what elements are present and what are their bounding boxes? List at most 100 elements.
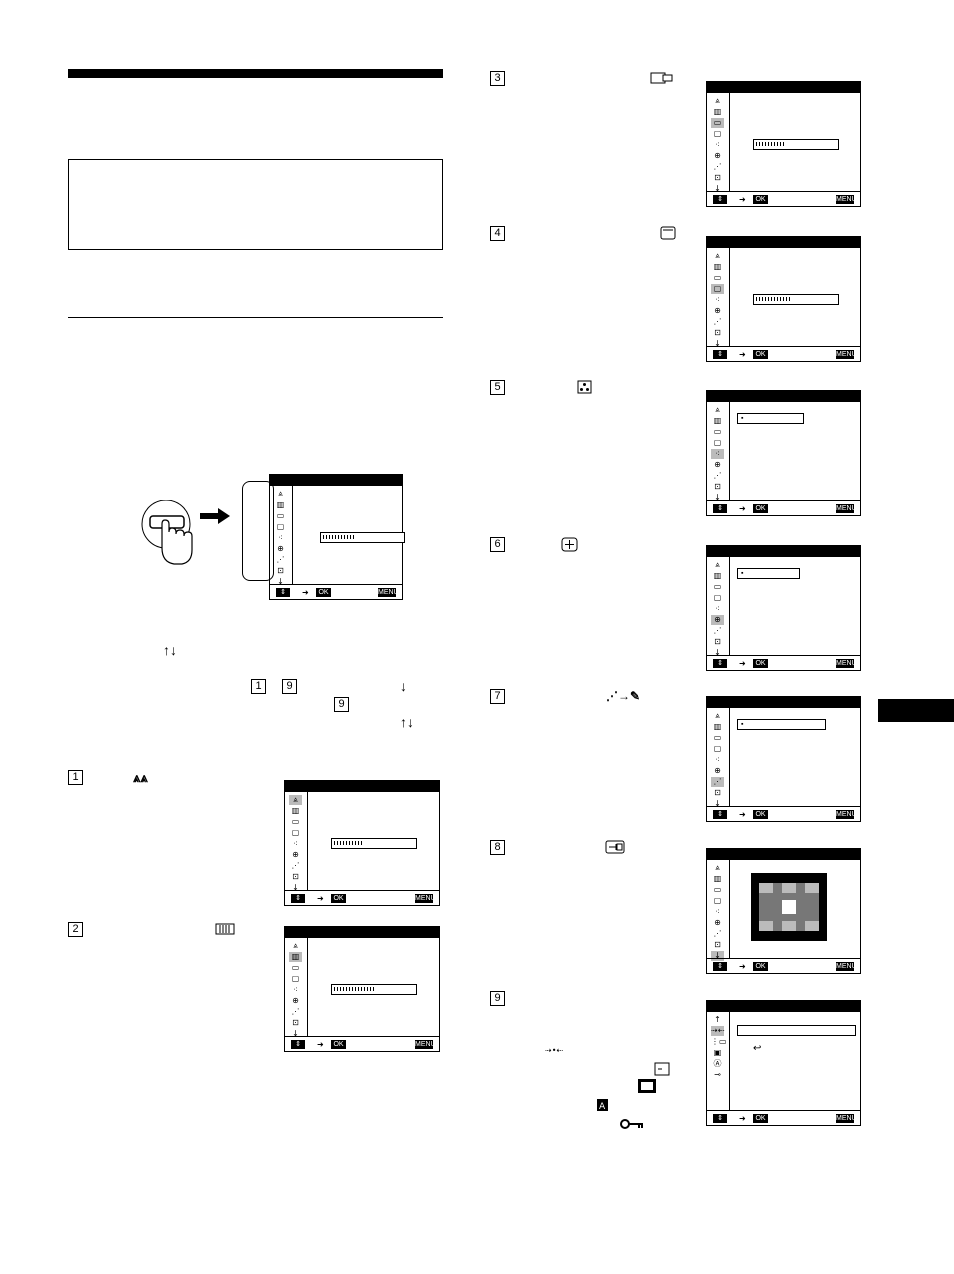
osd-menu-icon: ⁖ (711, 449, 724, 459)
osd-menu-icon: ⊡ (714, 482, 721, 491)
osd-footer (707, 655, 860, 670)
return-icon: ↩ (753, 1043, 762, 1054)
osd-menu-icon: ↓ (714, 493, 721, 502)
osd-footer (707, 500, 860, 515)
osd-title-bar (707, 697, 860, 708)
osd-icon-column (707, 402, 730, 501)
osd-title-bar (707, 82, 860, 93)
osd-menu-icon: ⊕ (714, 151, 721, 160)
osd-menu-icon: ▢ (711, 284, 724, 294)
osd-adjust-bar (331, 984, 417, 995)
osd-value-field: ▪ (737, 568, 800, 579)
osd-title-bar (285, 781, 439, 792)
osd-menu-icon: ⋮▭ (711, 1037, 727, 1046)
osd-title-bar (707, 391, 860, 402)
osd-footer (707, 1110, 860, 1125)
osd-menu-icon: ⁖ (278, 533, 283, 542)
osd-adjust-bar (320, 532, 405, 543)
osd-menu-icon: ⁖ (293, 985, 298, 994)
osd-menu-icon: ▢ (276, 522, 285, 531)
ok-key-label: OK (753, 504, 768, 513)
menu-key-label: MENU (415, 1040, 436, 1049)
osd-footer (285, 890, 439, 905)
osd-icon-column (270, 486, 293, 585)
updown-key-icon: ⇕ (713, 195, 727, 204)
osd-title-bar (707, 1001, 860, 1012)
note-box (68, 159, 443, 250)
osd-icon-column (707, 248, 730, 347)
osd-value-field: ▪ (737, 719, 826, 730)
menu-key-label: MENU (836, 1114, 857, 1123)
convergence-icon (577, 380, 592, 399)
osd-menu-icon: ▭ (713, 885, 722, 894)
landing-icon (561, 537, 578, 557)
updown-key-icon: ⇕ (713, 1114, 727, 1123)
svg-text:A: A (599, 1102, 606, 1112)
updown-key-icon: ⇕ (713, 659, 727, 668)
arrow-icon: ➜ (317, 894, 324, 903)
osd-footer (707, 191, 860, 206)
osd-menu-icon: ↓ (292, 1029, 299, 1038)
osd-menu-icon: ↓ (292, 883, 299, 892)
osd-menu-icon: ▥ (713, 416, 722, 425)
osd-footer (270, 584, 402, 599)
arrow-icon: ➜ (739, 195, 746, 204)
osd-adjust-bar (753, 139, 839, 150)
arrow-right-icon (200, 508, 230, 529)
osd-menu-icon: ⊕ (711, 615, 724, 625)
step-number: 6 (490, 537, 505, 552)
section-header-bar (68, 69, 443, 78)
osd-menu-icon: ⩓ (715, 405, 720, 414)
zoom-icon (605, 840, 625, 859)
osd-menu-icon: ▣ (713, 1048, 722, 1057)
osd-footer (285, 1036, 439, 1051)
arrow-icon: ➜ (317, 1040, 324, 1049)
osd-menu-icon: ▭ (713, 427, 722, 436)
menu-key-label: MENU (415, 894, 436, 903)
osd-menu-icon: ⁖ (715, 295, 720, 304)
step-number: 8 (490, 840, 505, 855)
osd-menu-icon: ⩓ (715, 251, 720, 260)
menu-key-label: MENU (378, 588, 399, 597)
osd-adjust-bar (331, 838, 417, 849)
step-number: 1 (68, 770, 83, 785)
menu-key-label: MENU (836, 195, 857, 204)
osd-menu-icon: ⩓ (293, 941, 298, 950)
osd-title-bar (707, 237, 860, 248)
osd-menu-icon: ⋰ (713, 471, 722, 480)
osd-menu-icon: ⁖ (715, 140, 720, 149)
ok-key-label: OK (331, 894, 346, 903)
section-rule (68, 317, 443, 318)
osd-menu-icon: ↓ (714, 799, 721, 808)
ok-key-label: OK (753, 1114, 768, 1123)
osd-adjust-bar (753, 294, 839, 305)
osd-menu-icon: ⁖ (715, 907, 720, 916)
arrow-icon: ➜ (739, 659, 746, 668)
osd-menu-icon: ⊡ (714, 173, 721, 182)
osd-menu-icon: ⋰ (713, 626, 722, 635)
osd-icon-column (707, 557, 730, 656)
updown-arrow-icon: ↑↓ (400, 714, 414, 730)
osd-title-bar (707, 849, 860, 860)
osd-menu-icon: ▥ (713, 874, 722, 883)
osd-menu-icon: ⩓ (715, 560, 720, 569)
ok-key-label: OK (753, 659, 768, 668)
ok-key-label: OK (753, 962, 768, 971)
updown-key-icon: ⇕ (291, 1040, 305, 1049)
menu-key-label: MENU (836, 504, 857, 513)
menu-key-label: MENU (836, 350, 857, 359)
color-icon: ⋰→✎ (606, 689, 641, 703)
osd-icon-column (707, 1012, 730, 1111)
osd-menu-icon: ▥ (713, 262, 722, 271)
osd-menu-icon: ⊕ (714, 306, 721, 315)
osd-menu-icon: ⇢⇠ (711, 1026, 725, 1036)
osd-menu-icon: ⊡ (714, 637, 721, 646)
osd-icon-column (707, 93, 730, 192)
ok-key-label: OK (331, 1040, 346, 1049)
osd-menu-icon: ▢ (713, 744, 722, 753)
